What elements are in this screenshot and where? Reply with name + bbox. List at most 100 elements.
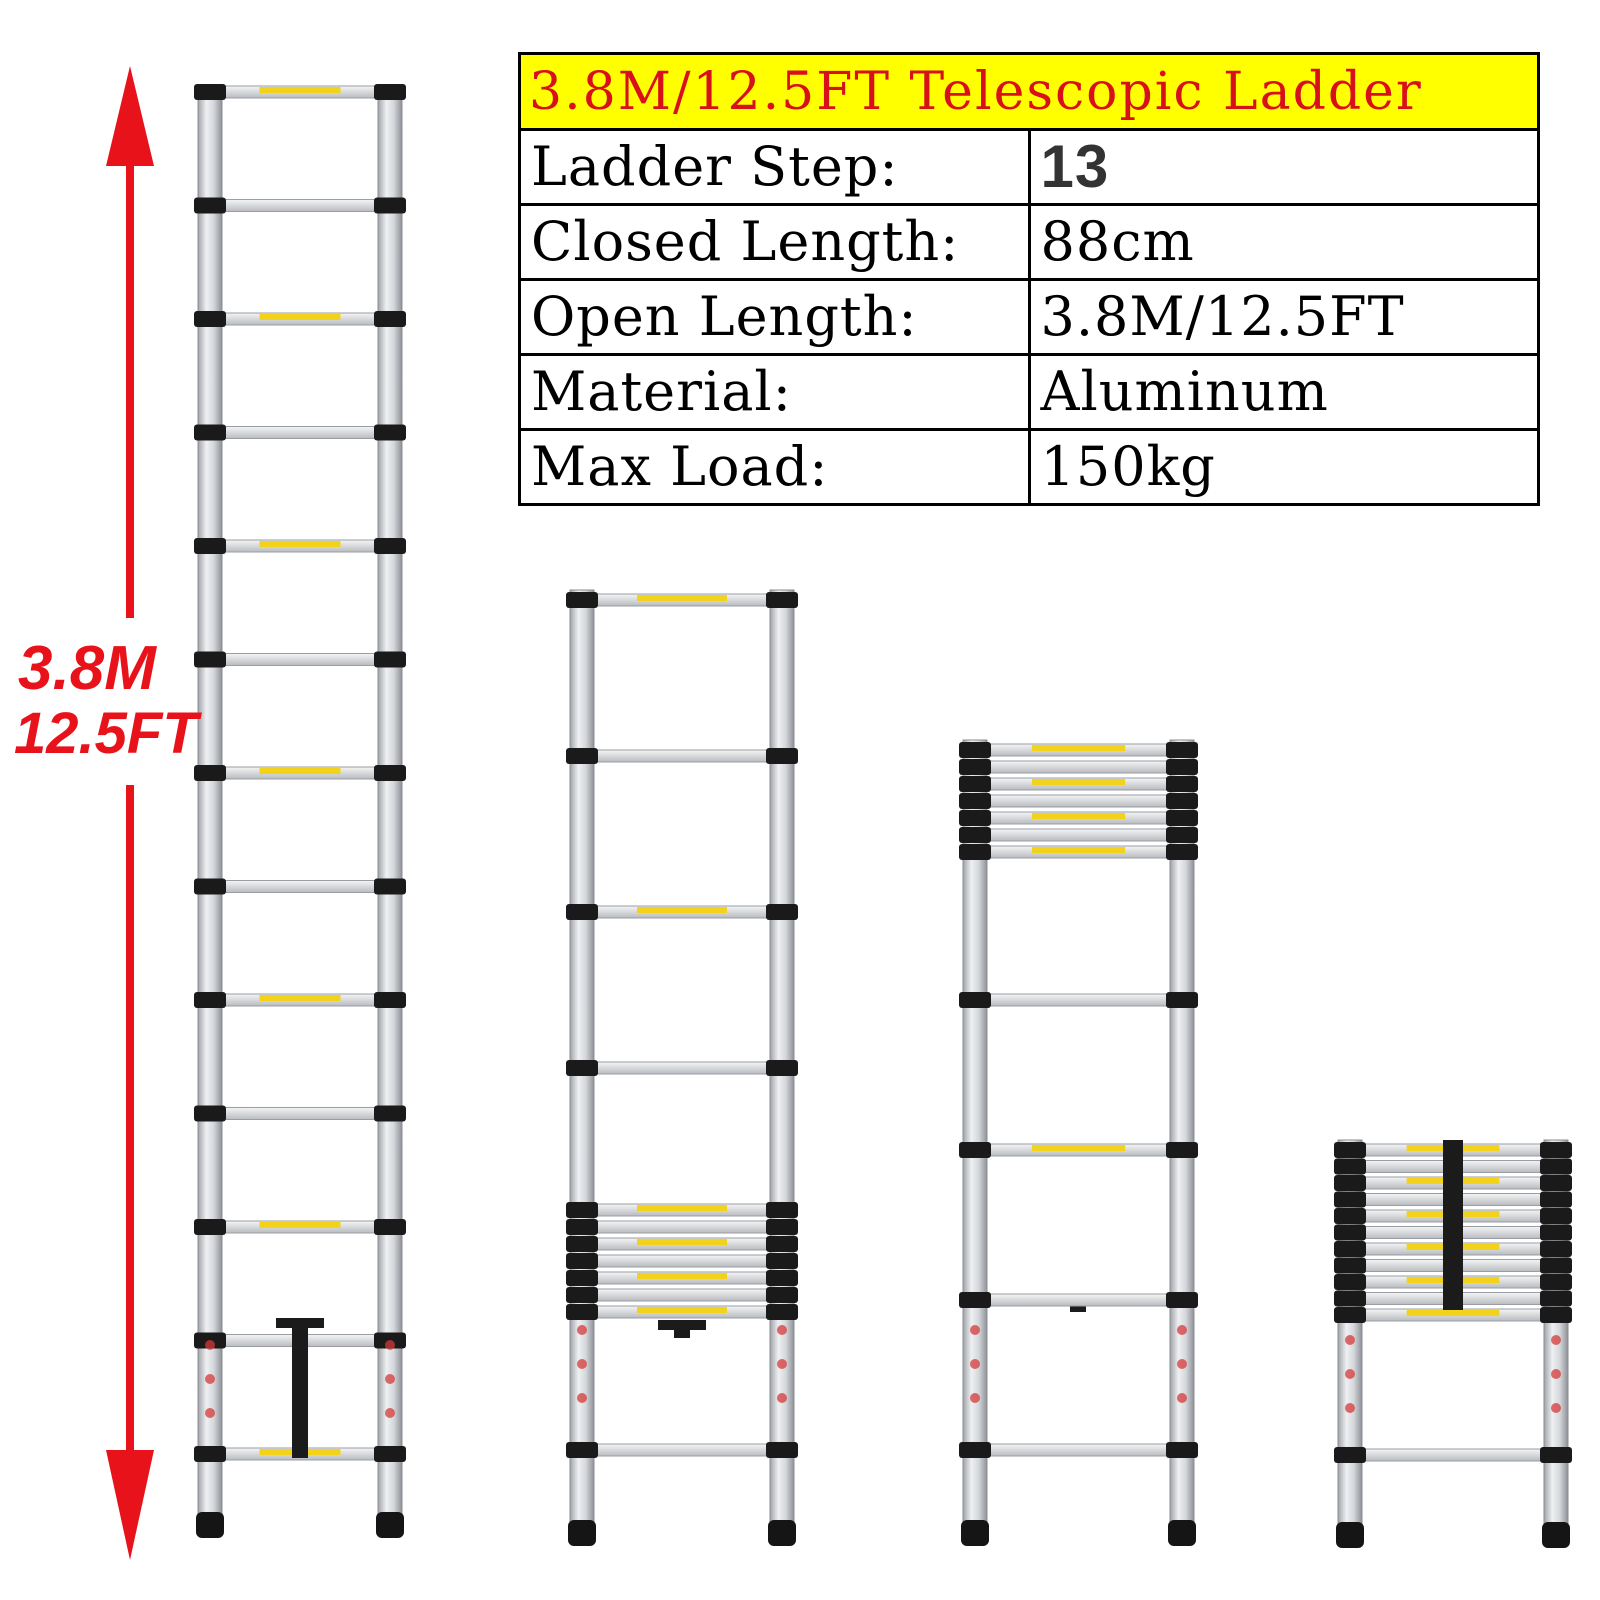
rung-clamp — [1334, 1307, 1366, 1323]
warning-sticker — [1177, 1359, 1187, 1369]
spec-title-row: 3.8M/12.5FT Telescopic Ladder — [518, 52, 1540, 131]
ladder-foot — [768, 1520, 796, 1546]
warning-sticker — [970, 1359, 980, 1369]
warning-sticker — [205, 1408, 215, 1418]
partially-extended-ladder — [566, 589, 798, 1546]
ladder-rung — [974, 1443, 1183, 1457]
warning-sticker — [970, 1393, 980, 1403]
warning-sticker — [1551, 1335, 1561, 1345]
ladder-foot — [376, 1512, 404, 1538]
height-arrow — [106, 66, 154, 1560]
rung-accent — [637, 1205, 727, 1211]
rung-accent — [1031, 813, 1126, 819]
rung-clamp — [1166, 776, 1198, 792]
warning-sticker — [577, 1359, 587, 1369]
rung-clamp — [566, 904, 598, 920]
rung-clamp — [374, 992, 406, 1008]
rung-clamp — [194, 538, 226, 554]
rung-clamp — [1334, 1191, 1366, 1208]
spec-label: Open Length: — [518, 278, 1031, 356]
rung-clamp — [194, 651, 226, 668]
release-handle — [292, 1318, 308, 1458]
collapsed-ladder — [1334, 1139, 1572, 1548]
rung-clamp — [374, 424, 406, 441]
rung-clamp — [1334, 1447, 1366, 1463]
rung-clamp — [374, 1446, 406, 1462]
rung-clamp — [374, 1219, 406, 1235]
ladder-rung — [974, 760, 1183, 774]
rung-clamp — [959, 827, 991, 843]
rung-clamp — [766, 904, 798, 920]
ladder-rung — [1349, 1448, 1557, 1462]
rung-clamp — [374, 651, 406, 668]
rung-clamp — [194, 311, 226, 327]
rung-clamp — [1166, 1442, 1198, 1458]
rung-clamp — [959, 1442, 991, 1458]
warning-sticker — [385, 1340, 395, 1350]
warning-sticker — [1345, 1403, 1355, 1413]
rung-clamp — [566, 1442, 598, 1458]
rung-clamp — [766, 1287, 798, 1303]
rung-clamp — [959, 810, 991, 826]
rung-clamp — [1334, 1241, 1366, 1257]
ladder-rung — [581, 1061, 783, 1075]
ladder-rung — [974, 1293, 1183, 1307]
rung-clamp — [194, 1446, 226, 1462]
rung-clamp — [566, 1270, 598, 1286]
rung-clamp — [566, 1202, 598, 1218]
ladder-foot — [568, 1520, 596, 1546]
rung-clamp — [766, 1253, 798, 1269]
half-collapsed-ladder — [959, 739, 1198, 1546]
spec-label: Max Load: — [518, 428, 1031, 506]
ladder-rung — [581, 749, 783, 763]
rung-clamp — [374, 197, 406, 214]
warning-sticker — [577, 1325, 587, 1335]
rung-clamp — [1166, 810, 1198, 826]
ladder-rung — [974, 993, 1183, 1007]
warning-sticker — [1177, 1393, 1187, 1403]
rung-clamp — [1540, 1158, 1572, 1175]
ladder-rung — [581, 1254, 783, 1268]
rung-clamp — [566, 1287, 598, 1303]
rung-clamp — [566, 1304, 598, 1320]
rung-clamp — [194, 1105, 226, 1122]
ladder-rung — [209, 426, 391, 439]
spec-row-ladder-step: Ladder Step: 13 — [518, 128, 1540, 206]
rung-clamp — [374, 765, 406, 781]
spec-label: Material: — [518, 353, 1031, 431]
spec-table: 3.8M/12.5FT Telescopic Ladder Ladder Ste… — [518, 52, 1540, 506]
rung-clamp — [959, 759, 991, 775]
rung-accent — [1031, 779, 1126, 785]
rung-clamp — [1334, 1224, 1366, 1241]
rung-accent — [259, 314, 341, 320]
warning-sticker — [1345, 1335, 1355, 1345]
spec-value: 88cm — [1027, 203, 1540, 281]
rung-clamp — [1540, 1447, 1572, 1463]
ladder-rung — [209, 1107, 391, 1120]
rung-accent — [637, 595, 727, 601]
warning-sticker — [385, 1374, 395, 1384]
warning-sticker — [385, 1408, 395, 1418]
ladder-foot — [1168, 1520, 1196, 1546]
spec-row-material: Material: Aluminum — [518, 353, 1540, 431]
spec-value: 150kg — [1027, 428, 1540, 506]
rung-clamp — [1334, 1257, 1366, 1274]
rung-clamp — [374, 538, 406, 554]
spec-value: Aluminum — [1027, 353, 1540, 431]
rung-clamp — [1166, 827, 1198, 843]
rung-clamp — [374, 878, 406, 895]
rung-clamp — [566, 1253, 598, 1269]
rung-clamp — [1540, 1241, 1572, 1257]
rung-clamp — [1540, 1208, 1572, 1224]
rung-clamp — [1334, 1274, 1366, 1290]
warning-sticker — [777, 1325, 787, 1335]
ladder-foot — [961, 1520, 989, 1546]
rung-clamp — [1166, 793, 1198, 809]
rung-clamp — [1334, 1158, 1366, 1175]
ladder-rung — [209, 199, 391, 212]
warning-sticker — [1551, 1403, 1561, 1413]
rung-clamp — [194, 424, 226, 441]
release-handle — [674, 1320, 690, 1338]
ladder-rail — [962, 739, 988, 1541]
